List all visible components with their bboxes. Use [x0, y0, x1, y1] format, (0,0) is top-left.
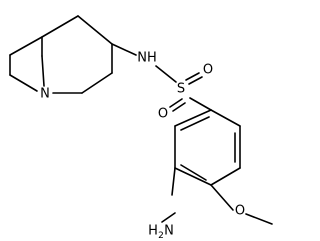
atom-o-bottom: O	[158, 107, 168, 122]
bond	[189, 97, 212, 111]
bond	[169, 98, 183, 108]
bond	[180, 164, 207, 181]
sulfonamide-bonds	[111, 43, 212, 112]
quinuclidine-bonds	[9, 15, 113, 94]
bond	[172, 102, 186, 112]
bond	[188, 76, 203, 85]
bond	[41, 15, 79, 38]
bond	[174, 109, 212, 127]
atom-s-sulfonyl: S	[177, 82, 185, 97]
bond	[161, 212, 176, 223]
bond	[155, 65, 177, 83]
atom-o-methoxy: O	[235, 204, 245, 219]
bond	[210, 184, 234, 211]
substituent-bonds	[161, 167, 273, 225]
atom-o-top: O	[203, 63, 213, 78]
atom-h-amino: H	[148, 224, 158, 239]
atom-h-amino-subscript: 2	[158, 231, 164, 241]
bond	[210, 167, 241, 186]
bond	[9, 74, 38, 92]
bond	[111, 43, 137, 56]
bond	[185, 72, 200, 81]
atom-n-quinuclidine: N	[40, 87, 50, 102]
chemical-structure-diagram: N NH S O O H 2 N O	[9, 15, 273, 241]
atom-nh-sulfonamide: NH	[137, 51, 157, 66]
atom-n-amino: N	[164, 224, 174, 239]
benzene-ring	[174, 109, 241, 186]
bond	[41, 55, 45, 87]
bond	[210, 109, 241, 127]
bond	[245, 213, 273, 225]
bond	[171, 167, 176, 196]
bond	[9, 36, 43, 56]
bond	[180, 116, 210, 131]
bond	[77, 15, 113, 45]
bond	[81, 72, 113, 94]
bond	[174, 167, 212, 186]
